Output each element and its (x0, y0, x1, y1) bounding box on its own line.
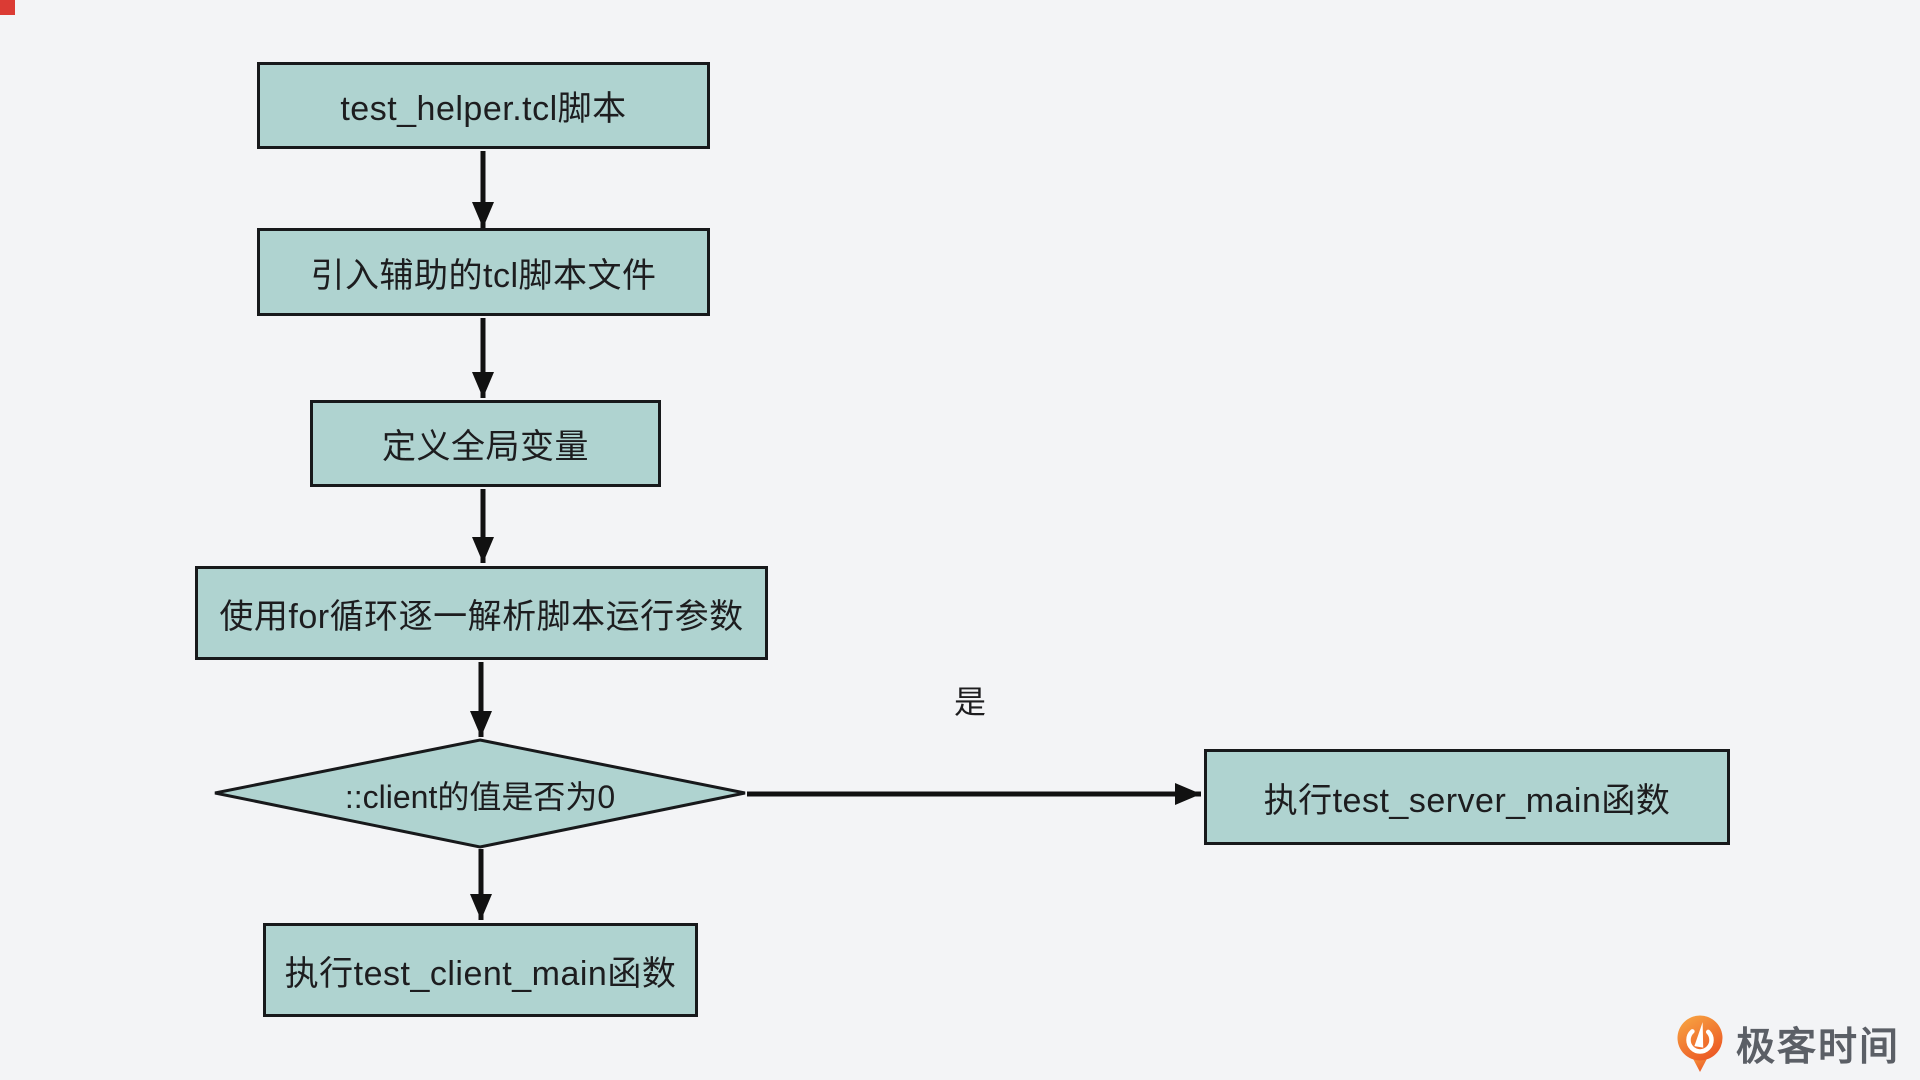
flow-node-define-globals: 定义全局变量 (310, 400, 661, 487)
decision-diamond-shape (214, 738, 746, 849)
flow-node-label: 定义全局变量 (382, 428, 589, 466)
flow-node-run-client: 执行test_client_main函数 (263, 923, 698, 1017)
geektime-logo-icon (1677, 1015, 1723, 1072)
flow-node-import-helper: 引入辅助的tcl脚本文件 (257, 228, 710, 316)
flow-node-label: 执行test_client_main函数 (284, 954, 677, 993)
geektime-logo-text: 极客时间 (1736, 1026, 1901, 1069)
decision-node-label: ::client的值是否为0 (240, 773, 720, 817)
geektime-logo: 极客时间 (1676, 1014, 1900, 1074)
yes-edge-label: 是 (930, 680, 1010, 720)
flow-node-label: 使用for循环逐一解析脚本运行参数 (219, 597, 744, 636)
flow-node-label: test_helper.tcl脚本 (340, 90, 627, 128)
yes-edge-label-text: 是 (953, 684, 986, 720)
flow-node-label: 引入辅助的tcl脚本文件 (310, 256, 657, 295)
flow-node-parse-args: 使用for循环逐一解析脚本运行参数 (195, 566, 768, 660)
flow-node-run-server: 执行test_server_main函数 (1204, 749, 1730, 845)
flow-node-label: ::client的值是否为0 (344, 779, 616, 815)
flow-node-label: 执行test_server_main函数 (1263, 781, 1671, 820)
flow-node-script-file: test_helper.tcl脚本 (257, 62, 710, 149)
corner-red-marker (0, 0, 15, 15)
